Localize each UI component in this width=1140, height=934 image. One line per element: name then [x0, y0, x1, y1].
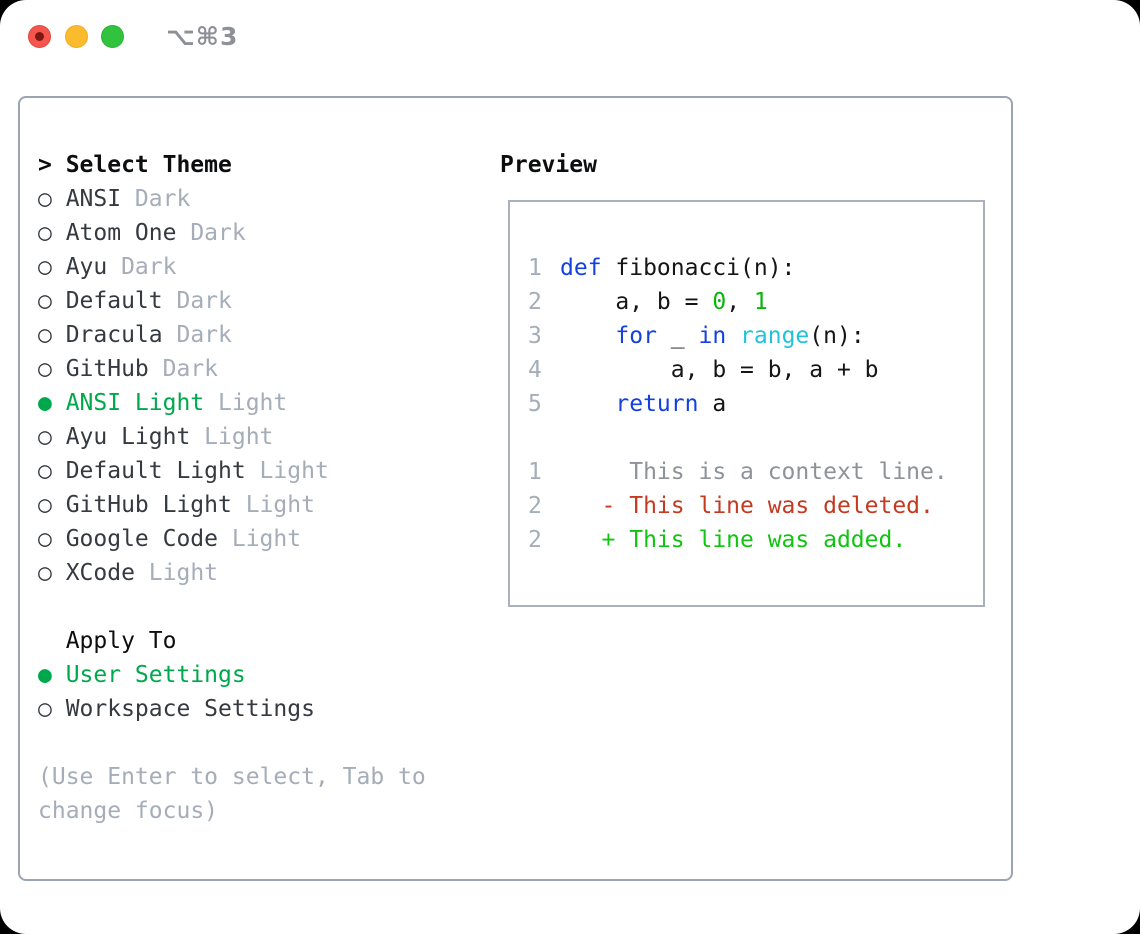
theme-variant-label: Light — [190, 424, 274, 450]
select-theme-title: Select Theme — [65, 152, 232, 178]
radio-selected-icon: ● — [38, 662, 52, 688]
radio-unselected-icon: ○ — [38, 424, 52, 450]
line-content: def fibonacci(n): — [560, 255, 796, 281]
preview-diff-line: 1 This is a context line. — [528, 455, 983, 489]
radio-unselected-icon: ○ — [38, 492, 52, 518]
theme-option-label: GitHub Light — [65, 492, 232, 518]
theme-variant-label: Light — [204, 390, 288, 416]
radio-selected-icon: ● — [38, 390, 52, 416]
theme-option-label: Default Light — [65, 458, 246, 484]
theme-option-label: Atom One — [65, 220, 177, 246]
apply-to-list: ● User Settings ○ Workspace Settings — [38, 658, 488, 726]
theme-option-default[interactable]: ○ Default Dark — [38, 284, 488, 318]
theme-option-ayu[interactable]: ○ Ayu Dark — [38, 250, 488, 284]
line-number: 2 — [528, 289, 542, 315]
theme-variant-label: Light — [134, 560, 219, 586]
radio-unselected-icon: ○ — [38, 220, 52, 246]
theme-option-label: Default — [65, 288, 163, 314]
line-content: This is a context line. — [560, 459, 948, 485]
theme-option-default-light[interactable]: ○ Default Light Light — [38, 454, 488, 488]
radio-unselected-icon: ○ — [38, 526, 52, 552]
theme-variant-label: Light — [218, 526, 302, 552]
theme-option-ayu-light[interactable]: ○ Ayu Light Light — [38, 420, 488, 454]
theme-option-atom-one[interactable]: ○ Atom One Dark — [38, 216, 488, 250]
close-button[interactable] — [28, 25, 51, 48]
minimize-button[interactable] — [65, 25, 88, 48]
radio-unselected-icon: ○ — [38, 186, 52, 212]
preview-title: Preview — [500, 152, 597, 178]
theme-option-xcode[interactable]: ○ XCode Light — [38, 556, 488, 590]
theme-variant-label: Dark — [162, 288, 232, 314]
line-content: a, b = 0, 1 — [560, 289, 768, 315]
keyboard-shortcut-label: ⌥⌘3 — [166, 22, 239, 51]
line-number: 2 — [528, 527, 542, 553]
theme-option-google-code[interactable]: ○ Google Code Light — [38, 522, 488, 556]
theme-option-label: Google Code — [65, 526, 219, 552]
theme-option-ansi-light[interactable]: ● ANSI Light Light — [38, 386, 488, 420]
select-theme-header: > Select Theme — [38, 148, 488, 182]
apply-option-label: Workspace Settings — [65, 696, 315, 722]
radio-unselected-icon: ○ — [38, 356, 52, 382]
theme-option-label: Ayu Light — [65, 424, 191, 450]
radio-unselected-icon: ○ — [38, 696, 52, 722]
radio-unselected-icon: ○ — [38, 560, 52, 586]
apply-option-label: User Settings — [65, 662, 246, 688]
theme-selector: > Select Theme ○ ANSI Dark ○ Atom One Dark ○ A… — [38, 148, 488, 828]
theme-option-label: Ayu — [65, 254, 108, 280]
radio-unselected-icon: ○ — [38, 322, 52, 348]
theme-variant-label: Dark — [162, 322, 232, 348]
theme-option-label: Dracula — [65, 322, 163, 348]
spacer — [38, 590, 488, 624]
radio-unselected-icon: ○ — [38, 458, 52, 484]
theme-option-github[interactable]: ○ GitHub Dark — [38, 352, 488, 386]
line-number: 3 — [528, 323, 542, 349]
preview-diff-line: 2 - This line was deleted. — [528, 489, 983, 523]
preview-code-line: 2 a, b = 0, 1 — [528, 285, 983, 319]
line-content: a, b = b, a + b — [560, 357, 879, 383]
radio-unselected-icon: ○ — [38, 288, 52, 314]
line-number: 1 — [528, 459, 542, 485]
preview-code-line: 4 a, b = b, a + b — [528, 353, 983, 387]
theme-option-label: ANSI Light — [65, 390, 205, 416]
diff-preview: 1 This is a context line.2 - This line w… — [528, 455, 983, 557]
theme-option-dracula[interactable]: ○ Dracula Dark — [38, 318, 488, 352]
theme-list: ○ ANSI Dark ○ Atom One Dark ○ Ayu Dark ○ Defaul… — [38, 182, 488, 590]
line-content: return a — [615, 391, 727, 417]
theme-variant-label: Light — [231, 492, 315, 518]
hint-line-2: change focus) — [38, 798, 219, 824]
apply-to-header: Apply To — [38, 624, 488, 658]
theme-option-ansi[interactable]: ○ ANSI Dark — [38, 182, 488, 216]
preview-code-line: 1 def fibonacci(n): — [528, 251, 983, 285]
theme-option-label: GitHub — [65, 356, 149, 382]
close-dot-icon — [35, 32, 44, 41]
line-content: - This line was deleted. — [560, 493, 934, 519]
radio-unselected-icon: ○ — [38, 254, 52, 280]
preview-code-line: 5 return a — [528, 387, 983, 421]
line-number: 2 — [528, 493, 542, 519]
preview-code-line: 3 for _ in range(n): — [528, 319, 983, 353]
apply-option-user-settings[interactable]: ● User Settings — [38, 658, 488, 692]
zoom-button[interactable] — [101, 25, 124, 48]
theme-variant-label: Dark — [176, 220, 246, 246]
theme-variant-label: Dark — [121, 186, 191, 212]
theme-option-label: ANSI — [65, 186, 122, 212]
theme-variant-label: Light — [245, 458, 329, 484]
prompt-icon: > — [38, 152, 52, 178]
theme-option-label: XCode — [65, 560, 135, 586]
line-content: for _ in range(n): — [615, 323, 865, 349]
theme-variant-label: Dark — [148, 356, 219, 382]
line-content: + This line was added. — [560, 527, 907, 553]
theme-variant-label: Dark — [107, 254, 177, 280]
preview-diff-line: 2 + This line was added. — [528, 523, 983, 557]
apply-to-title: Apply To — [65, 628, 177, 654]
line-number: 1 — [528, 255, 542, 281]
theme-option-github-light[interactable]: ○ GitHub Light Light — [38, 488, 488, 522]
line-number: 5 — [528, 391, 542, 417]
line-number: 4 — [528, 357, 542, 383]
hint-line-1: (Use Enter to select, Tab to — [38, 764, 426, 790]
apply-option-workspace-settings[interactable]: ○ Workspace Settings — [38, 692, 488, 726]
spacer — [38, 726, 488, 760]
